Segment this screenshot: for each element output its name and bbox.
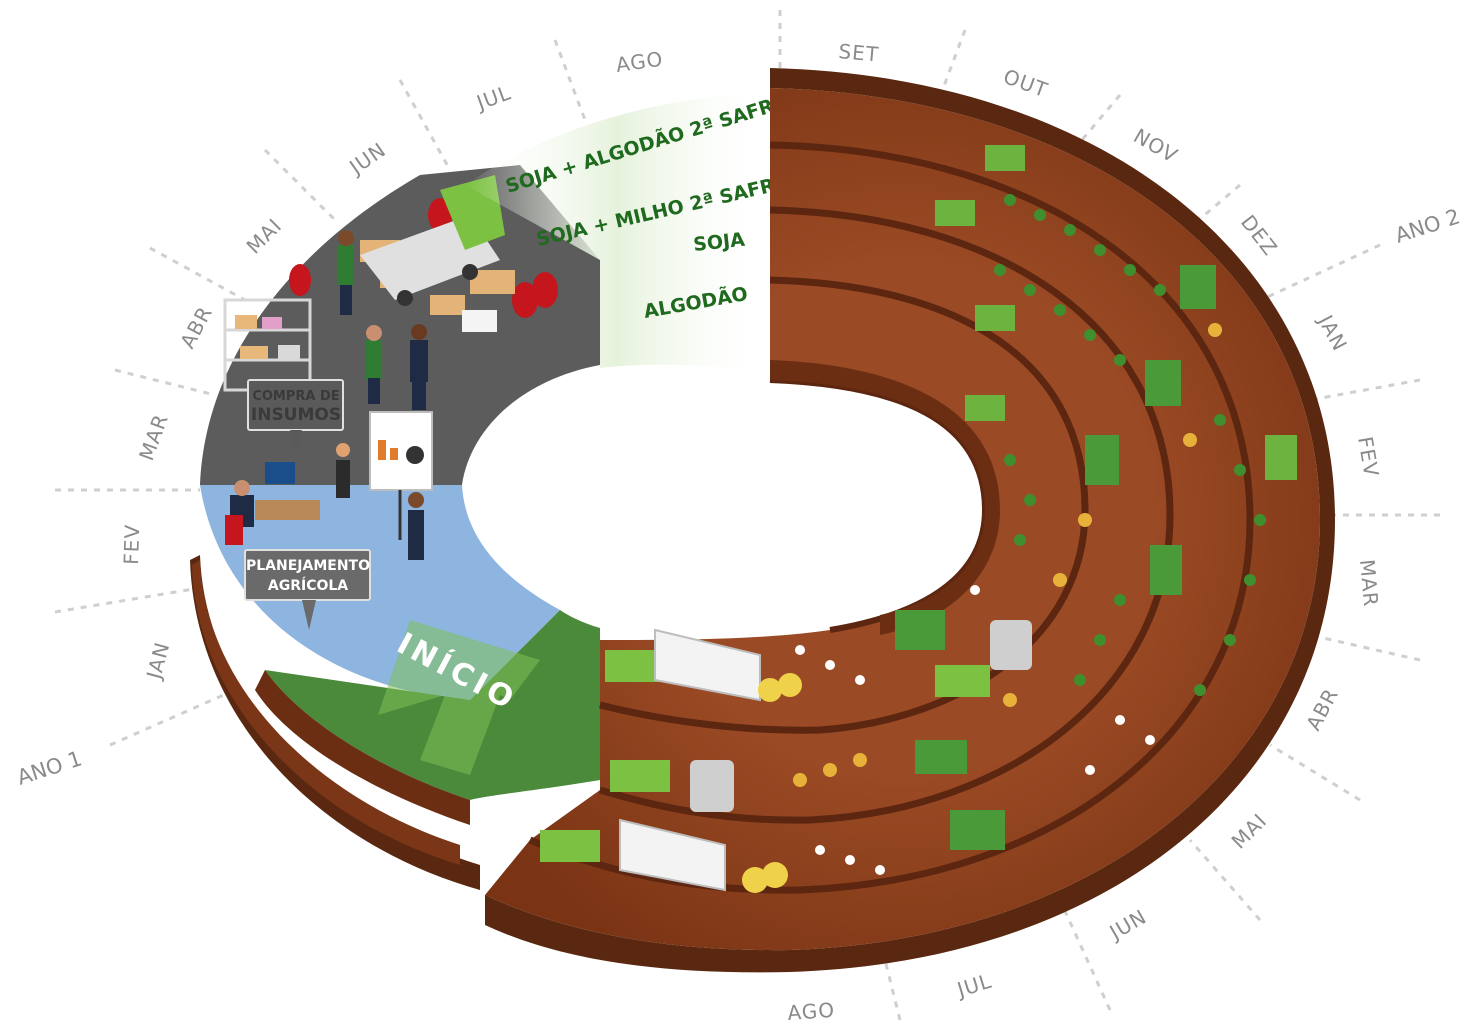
month-label: ABR — [1301, 684, 1343, 734]
planning-callout: PLANEJAMENTO AGRÍCOLA — [244, 549, 371, 630]
month-label: NOV — [1130, 124, 1183, 168]
year-2-label: ANO 2 — [1392, 204, 1463, 247]
month-label: FEV — [119, 524, 144, 566]
truck-icon — [540, 650, 990, 862]
presenter-icon — [336, 443, 424, 560]
planning-slab: INÍCIO — [190, 165, 600, 890]
month-label: MAR — [134, 411, 173, 464]
purchase-callout: COMPRA DE INSUMOS — [247, 379, 344, 455]
month-label: OUT — [1000, 64, 1051, 102]
start-arrow-icon — [378, 620, 540, 775]
planning-label-line1: PLANEJAMENTO — [246, 558, 370, 574]
purchase-label-line2: INSUMOS — [251, 405, 341, 425]
year-1-label: ANO 1 — [14, 746, 85, 789]
farm-machines — [540, 145, 1297, 893]
month-label: DEZ — [1236, 210, 1282, 260]
crop-plants — [793, 194, 1266, 875]
office-desk-icon — [225, 462, 320, 545]
cotton-bale-icon — [742, 673, 802, 893]
box-icon — [462, 310, 497, 332]
month-label: JUN — [1104, 904, 1151, 945]
month-label: MAI — [242, 213, 287, 258]
purchase-label-line1: COMPRA DE — [252, 389, 339, 404]
month-label: JAN — [141, 639, 174, 683]
month-label: JAN — [1313, 309, 1353, 355]
drum-icon — [289, 198, 558, 318]
processing-building-icon — [619, 628, 761, 892]
month-label: SET — [838, 39, 880, 66]
worker-icon — [338, 230, 428, 410]
silo-icon — [690, 620, 1032, 812]
storage-shelf-icon — [223, 298, 312, 392]
month-label: MAR — [1355, 558, 1383, 608]
month-label: JUL — [472, 80, 515, 115]
month-label: FEV — [1353, 435, 1384, 479]
harvester-icon — [895, 265, 1216, 850]
tractor-icon — [935, 145, 1297, 480]
planning-label-line2: AGRÍCOLA — [268, 577, 348, 594]
month-label: MAI — [1227, 808, 1272, 853]
presentation-board-icon — [369, 411, 433, 540]
month-label: JUN — [343, 137, 390, 180]
month-label: JUL — [953, 969, 995, 1003]
month-label: AGO — [614, 47, 664, 77]
month-label: ABR — [175, 302, 217, 352]
crop-label-soja: SOJA — [692, 229, 746, 256]
month-label: AGO — [787, 998, 836, 1024]
